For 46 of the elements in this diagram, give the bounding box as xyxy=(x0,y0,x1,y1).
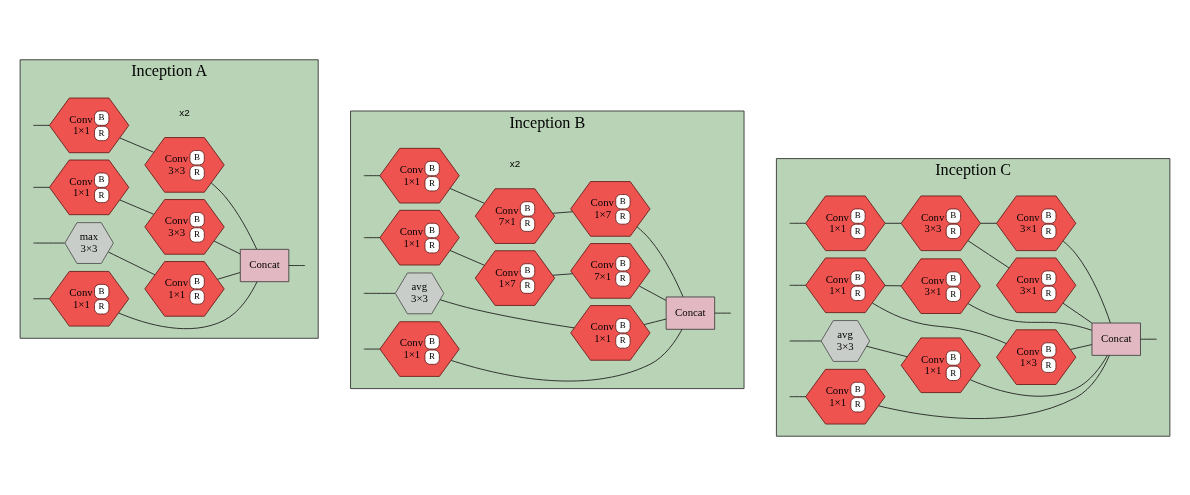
connector xyxy=(210,182,258,250)
connector xyxy=(32,124,50,126)
connector xyxy=(1140,338,1158,340)
connector xyxy=(217,271,241,280)
node-box: Concat xyxy=(665,296,716,330)
connector xyxy=(643,318,667,325)
connector xyxy=(363,348,381,349)
connector xyxy=(32,242,66,243)
node-box: Concat xyxy=(239,248,290,282)
connector xyxy=(552,210,573,214)
connector xyxy=(32,186,50,188)
connector xyxy=(118,280,258,329)
connector xyxy=(884,222,902,224)
connector xyxy=(449,187,485,204)
connector xyxy=(552,272,573,276)
connector xyxy=(967,302,1093,331)
connector xyxy=(872,302,1007,344)
connector xyxy=(1070,343,1093,350)
connector xyxy=(450,328,683,381)
connector xyxy=(639,285,667,301)
connector xyxy=(789,340,822,341)
connector xyxy=(363,292,396,294)
connector xyxy=(439,298,575,328)
connector xyxy=(449,249,485,266)
connector xyxy=(288,264,306,266)
connector xyxy=(363,236,381,238)
node-box: Concat xyxy=(1091,322,1141,356)
connector xyxy=(980,222,997,224)
connector xyxy=(1062,240,1111,323)
label: x2 xyxy=(509,157,521,169)
connector xyxy=(213,240,241,254)
connector xyxy=(884,284,902,286)
connector xyxy=(108,251,156,275)
connector xyxy=(636,225,684,297)
connector xyxy=(119,199,155,215)
connector xyxy=(363,174,381,176)
connector xyxy=(119,137,155,153)
label: x2 xyxy=(179,106,190,118)
connector xyxy=(866,345,908,357)
connector xyxy=(32,297,50,299)
connector xyxy=(1062,302,1093,323)
connector xyxy=(714,312,732,314)
connector xyxy=(789,284,807,286)
connector xyxy=(789,395,807,397)
connector xyxy=(967,239,1010,268)
connector xyxy=(789,222,807,224)
